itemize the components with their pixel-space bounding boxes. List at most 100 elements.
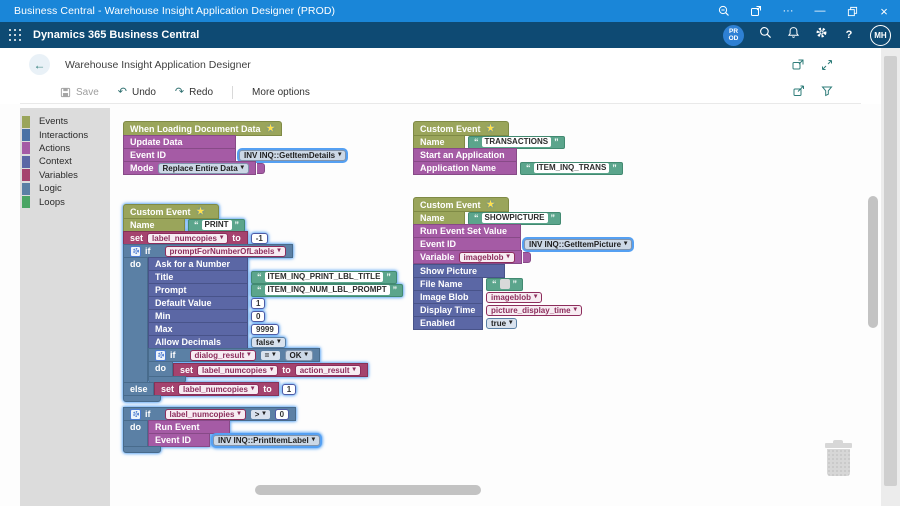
restore-button[interactable] [836,0,868,22]
account-avatar[interactable]: MH [870,24,891,46]
number-value[interactable]: -1 [250,232,268,244]
update-data-row[interactable]: Update Data [123,135,236,149]
number-value[interactable]: 0 [274,408,290,420]
text-field[interactable]: TRANSACTIONS [481,137,552,147]
ask-min-row[interactable]: Min [148,309,248,323]
event-id-dropdown[interactable]: INV INQ::PrintItemLabel ▾ [213,434,320,446]
if-count-row[interactable]: if label_numcopies ▾ > ▾ 0 [123,407,297,421]
number-value[interactable]: 1 [281,383,297,395]
redo-button[interactable]: ↷ Redo [174,85,214,98]
zoom-out-button[interactable] [708,0,740,22]
text-block[interactable]: “ ITEM_INQ_NUM_LBL_PROMPT ” [251,283,404,297]
text-block[interactable]: “ ITEM_INQ_PRINT_LBL_TITLE ” [251,270,397,284]
mutator-gear-icon[interactable] [130,245,141,257]
ask-max-row[interactable]: Max [148,322,248,336]
variable-block[interactable]: promptForNumberOfLabels ▾ [164,245,286,257]
toolbox-category-context[interactable]: Context [20,155,110,168]
search-button[interactable] [759,26,772,44]
set-variable-row[interactable]: set label_numcopies ▾ to action_result ▾ [173,363,368,377]
variable-dropdown[interactable]: label_numcopies ▾ [197,364,279,376]
more-options-button[interactable]: More options [252,86,310,98]
operator-dropdown[interactable]: > ▾ [249,408,271,420]
page-scrollbar-thumb[interactable] [884,56,897,486]
run-event-header[interactable]: Run Event [148,420,230,434]
variable-block[interactable]: dialog_result ▾ [189,349,256,361]
toolbox-category-variables[interactable]: Variables [20,169,110,182]
settings-button[interactable] [815,26,828,44]
variable-block[interactable]: imageblob ▾ [486,291,543,303]
text-block[interactable]: “ ” [486,277,523,291]
else-slot[interactable]: else [123,382,154,396]
enabled-row[interactable]: Enabled [413,316,483,330]
block-header[interactable]: When Loading Document Data ★ [123,121,282,136]
toolbox-category-events[interactable]: Events [20,115,110,128]
close-button[interactable]: × [880,3,888,19]
ask-for-number-header[interactable]: Ask for a Number [148,257,248,271]
block-custom-event-transactions[interactable]: Custom Event ★ Name “ TRANSACTIONS ” Sta… [413,121,623,175]
ask-default-row[interactable]: Default Value [148,296,248,310]
mutator-gear-icon[interactable] [155,349,166,361]
pop-out-button[interactable] [740,0,772,22]
display-time-row[interactable]: Display Time [413,303,483,317]
number-value[interactable]: 9999 [251,323,279,335]
do-slot[interactable]: do [123,257,148,383]
trash-can-icon[interactable] [822,440,854,476]
image-blob-row[interactable]: Image Blob [413,290,483,304]
do-slot[interactable]: do [123,420,148,447]
variable-block[interactable]: action_result ▾ [294,364,361,376]
set-variable-row[interactable]: set label_numcopies ▾ to [154,382,279,396]
toolbox-category-interactions[interactable]: Interactions [20,128,110,142]
block-when-loading-document-data[interactable]: When Loading Document Data ★ Update Data… [123,121,347,175]
text-block[interactable]: “ SHOWPICTURE ” [468,211,561,225]
back-button[interactable]: ← [29,54,50,75]
boolean-dropdown[interactable]: false ▾ [251,336,286,348]
toolbox-category-loops[interactable]: Loops [20,195,110,209]
file-name-row[interactable]: File Name [413,277,483,291]
block-header[interactable]: Custom Event ★ [413,197,509,212]
event-id-dropdown[interactable]: INV INQ::GetItemDetails ▾ [239,149,347,161]
text-field[interactable]: ITEM_INQ_TRANS [533,163,610,173]
app-title[interactable]: Dynamics 365 Business Central [33,29,200,41]
variable-dropdown[interactable]: label_numcopies ▾ [178,383,260,395]
mode-dropdown[interactable]: Replace Entire Data ▾ [157,162,249,174]
mutator-gear-icon[interactable] [130,408,141,420]
collapse-button[interactable] [821,59,833,71]
text-block[interactable]: “ ITEM_INQ_TRANS ” [520,161,623,175]
save-button[interactable]: Save [60,87,99,98]
set-variable-row[interactable]: set label_numcopies ▾ to [123,231,248,245]
show-picture-header[interactable]: Show Picture [413,264,505,278]
boolean-dropdown[interactable]: true ▾ [486,317,518,329]
text-field[interactable]: PRINT [201,220,232,230]
canvas-horizontal-scrollbar[interactable] [255,485,481,495]
filter-button[interactable] [821,85,833,100]
help-button[interactable]: ? [845,29,853,41]
ask-decimals-row[interactable]: Allow Decimals [148,335,248,349]
if-row[interactable]: if promptForNumberOfLabels ▾ [123,244,293,258]
text-block[interactable]: “ PRINT ” [188,218,245,232]
undo-button[interactable]: ↶ Undo [117,85,156,98]
share-button[interactable] [793,85,805,100]
block-custom-event-print[interactable]: Custom Event ★ Name “ PRINT ” set label_… [123,204,404,453]
event-id-row[interactable]: Event ID [148,433,210,447]
event-id-row[interactable]: Event ID [413,237,521,251]
ask-title-row[interactable]: Title [148,270,248,284]
page-scrollbar[interactable] [881,48,900,506]
event-id-dropdown[interactable]: INV INQ::GetItemPicture ▾ [524,238,633,250]
ask-prompt-row[interactable]: Prompt [148,283,248,297]
app-launcher-waffle-icon[interactable] [9,28,22,42]
value-dropdown[interactable]: OK ▾ [284,349,313,361]
number-value[interactable]: 0 [251,310,266,322]
canvas-vertical-scrollbar[interactable] [868,196,878,328]
text-field[interactable]: ITEM_INQ_PRINT_LBL_TITLE [264,272,384,282]
event-id-row[interactable]: Event ID [123,148,236,162]
do-slot[interactable]: do [148,361,173,377]
application-name-row[interactable]: Application Name [413,161,517,175]
variable-dropdown[interactable]: label_numcopies ▾ [147,232,229,244]
number-value[interactable]: 1 [251,297,266,309]
text-field[interactable]: ITEM_INQ_NUM_LBL_PROMPT [264,285,390,295]
toolbox-category-actions[interactable]: Actions [20,142,110,155]
variable-dropdown[interactable]: imageblob ▾ [458,251,515,263]
run-event-set-value-row[interactable]: Run Event Set Value [413,224,521,238]
minimize-button[interactable]: — [814,5,826,17]
name-row[interactable]: Name [413,135,465,149]
